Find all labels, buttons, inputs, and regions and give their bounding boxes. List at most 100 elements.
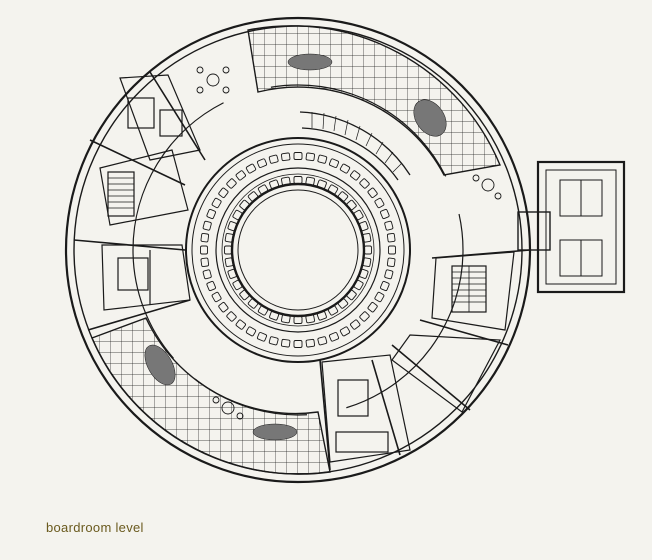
planters (144, 53, 447, 441)
glazed-atrium-north (247, 25, 501, 176)
chair (367, 302, 378, 313)
chair (281, 152, 291, 162)
chair (200, 245, 208, 255)
chair (305, 338, 315, 348)
chair (224, 257, 234, 267)
stair-west (107, 171, 135, 217)
chair (218, 187, 229, 198)
boardroom-inner-seating (224, 176, 372, 324)
chair (211, 197, 222, 209)
chair (339, 326, 351, 337)
chair (281, 176, 291, 186)
corridor-outer-wall (132, 84, 464, 416)
chair (359, 178, 370, 189)
chair (211, 291, 222, 303)
chair (224, 233, 234, 243)
chair (305, 152, 315, 162)
chair (339, 163, 351, 174)
chair (256, 332, 268, 342)
chair (353, 209, 364, 221)
chair (202, 220, 212, 231)
chair (384, 269, 394, 280)
rooms-east (321, 251, 515, 463)
chair (316, 311, 327, 321)
chair (362, 257, 372, 267)
chair (346, 199, 357, 211)
chair (256, 158, 268, 168)
bridge-and-tower (517, 160, 626, 294)
chair (269, 179, 280, 189)
chair (386, 233, 396, 243)
chair (388, 245, 396, 255)
chair (364, 245, 372, 255)
boardroom-outer-wall (185, 137, 411, 363)
chair (200, 257, 210, 267)
chair (232, 279, 243, 291)
chair (359, 311, 370, 322)
chair (235, 170, 246, 181)
chair (235, 319, 246, 330)
chair (232, 209, 243, 221)
boardroom-outer-seating (200, 152, 396, 348)
chair (247, 298, 259, 309)
chair (206, 208, 216, 220)
chair (386, 257, 396, 267)
stair-east (451, 265, 487, 313)
chair (269, 311, 280, 321)
chair (227, 221, 237, 232)
chair (268, 154, 279, 164)
chair (374, 291, 385, 303)
chair (293, 316, 303, 324)
chair (281, 314, 291, 324)
chair (337, 191, 349, 202)
lounge-furniture (196, 66, 502, 420)
chair (293, 340, 303, 348)
boardroom-table (215, 167, 381, 333)
plan-caption: boardroom level (46, 520, 144, 535)
chair (305, 176, 315, 186)
chair (247, 191, 259, 202)
chair (206, 280, 216, 292)
chair (327, 305, 339, 316)
chair (245, 163, 257, 174)
chair (226, 178, 237, 189)
chair (218, 302, 229, 313)
chair (327, 184, 339, 195)
chair (257, 305, 269, 316)
chair (317, 154, 328, 164)
rooms-west (99, 74, 201, 311)
chair (305, 314, 315, 324)
chair (224, 245, 232, 255)
chair (226, 311, 237, 322)
chair (202, 269, 212, 280)
chair (380, 208, 390, 220)
chair (337, 298, 349, 309)
chair (281, 338, 291, 348)
central-void-inner (237, 189, 359, 311)
chair (374, 197, 385, 209)
chair (293, 152, 303, 160)
chair (316, 179, 327, 189)
chair (359, 221, 369, 232)
chair (239, 289, 250, 301)
chair (380, 280, 390, 292)
chair (268, 336, 279, 346)
chair (245, 326, 257, 337)
chair (328, 158, 340, 168)
chair (362, 233, 372, 243)
chair (359, 268, 369, 279)
central-void-outer (230, 182, 366, 318)
chair (317, 336, 328, 346)
chair (350, 319, 361, 330)
chair (293, 176, 303, 184)
chair (350, 170, 361, 181)
chair (227, 268, 237, 279)
chair (367, 187, 378, 198)
chair (328, 332, 340, 342)
chair (384, 220, 394, 231)
chair (257, 184, 269, 195)
chair (239, 199, 250, 211)
stair-north-curved (299, 111, 411, 181)
boardroom-inner-wall (191, 143, 405, 357)
